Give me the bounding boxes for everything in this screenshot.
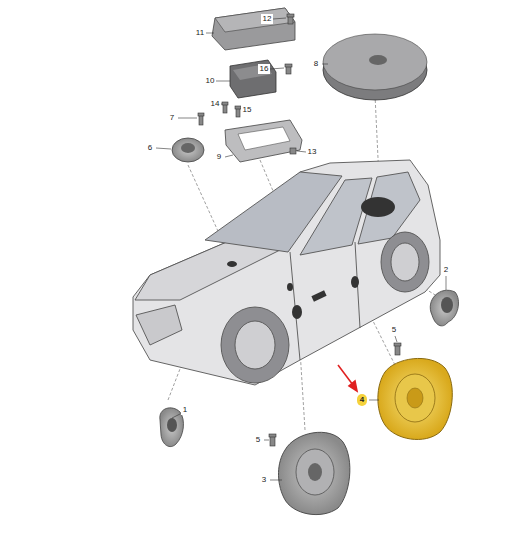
callout-number: 15 xyxy=(241,105,254,115)
callout-number: 7 xyxy=(168,113,176,123)
callout-number: 16 xyxy=(258,64,271,74)
callout-number: 10 xyxy=(204,76,217,86)
callout-number: 14 xyxy=(209,99,222,109)
callout-number: 13 xyxy=(306,147,319,157)
callout-number: 5 xyxy=(390,325,398,335)
callout-number: 6 xyxy=(146,143,154,153)
callout-number: 3 xyxy=(260,475,268,485)
callout-number: 11 xyxy=(194,28,206,38)
callout-number: 8 xyxy=(312,59,320,69)
callout-number: 12 xyxy=(261,14,274,24)
callout-number: 2 xyxy=(442,265,450,275)
callout-number: 1 xyxy=(181,405,189,415)
callout-number: 5 xyxy=(254,435,262,445)
callout-number: 9 xyxy=(215,152,223,162)
callout-number: 4 xyxy=(357,394,367,406)
